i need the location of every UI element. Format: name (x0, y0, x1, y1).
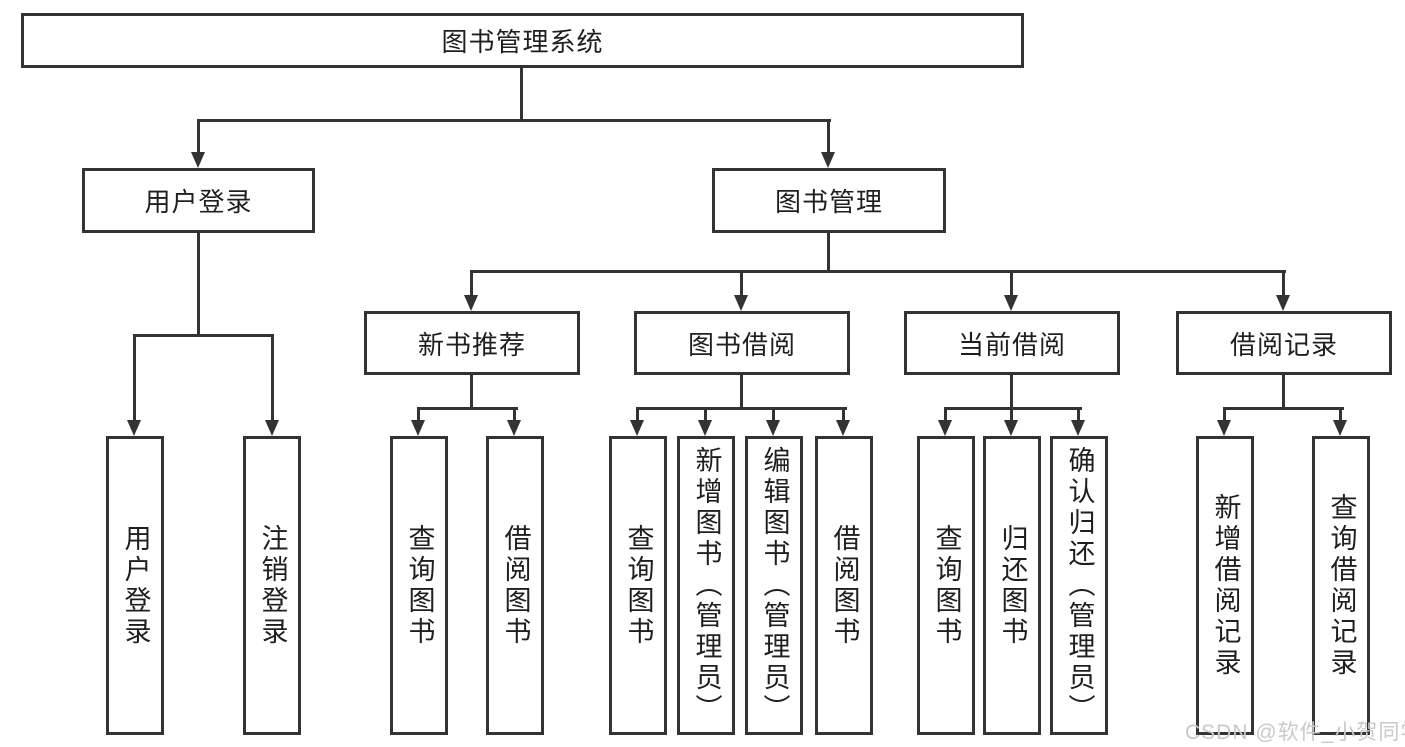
connector-line (1282, 271, 1285, 296)
arrow-down-icon (265, 420, 279, 436)
node-new-book-recommend: 新书推荐 (364, 311, 580, 375)
arrow-down-icon (411, 420, 425, 436)
connector-line (772, 408, 775, 421)
leaf-borrow-books-1: 借阅图书 (486, 436, 544, 735)
connector-line (197, 119, 831, 122)
node-book-borrow-label: 图书借阅 (687, 329, 796, 360)
node-current-borrow: 当前借阅 (904, 311, 1120, 375)
arrow-down-icon (836, 420, 850, 436)
leaf-query-books-2-label: 查询图书 (623, 523, 654, 648)
connector-line (271, 335, 274, 421)
leaf-logout: 注销登录 (243, 436, 301, 735)
connector-line (1339, 408, 1342, 421)
leaf-user-login-label: 用户登录 (120, 523, 151, 648)
leaf-query-books-1: 查询图书 (390, 436, 448, 735)
arrow-down-icon (766, 420, 780, 436)
leaf-borrow-books-2: 借阅图书 (815, 436, 873, 735)
arrow-down-icon (1004, 295, 1018, 311)
arrow-down-icon (1276, 295, 1290, 311)
arrow-down-icon (1217, 420, 1231, 436)
arrow-down-icon (938, 420, 952, 436)
arrow-down-icon (1004, 420, 1018, 436)
connector-line (1223, 408, 1226, 421)
connector-line (417, 408, 420, 421)
connector-line (944, 407, 1082, 410)
leaf-edit-books-admin: 编辑图书（管理员） (745, 436, 803, 735)
arrow-down-icon (1071, 420, 1085, 436)
connector-line (1010, 271, 1013, 296)
connector-line (740, 375, 743, 408)
connector-line (1010, 408, 1013, 421)
connector-line (197, 233, 200, 335)
connector-line (470, 271, 473, 296)
leaf-query-books-3: 查询图书 (917, 436, 975, 735)
connector-line (470, 270, 1286, 273)
connector-line (513, 408, 516, 421)
connector-line (636, 408, 639, 421)
node-borrow-records: 借阅记录 (1176, 311, 1392, 375)
connector-line (1223, 407, 1344, 410)
arrow-down-icon (464, 295, 478, 311)
leaf-return-books-label: 归还图书 (997, 523, 1028, 648)
node-root-label: 图书管理系统 (441, 27, 604, 57)
leaf-query-books-2: 查询图书 (609, 436, 667, 735)
connector-line (520, 68, 523, 120)
node-user-login: 用户登录 (82, 168, 315, 233)
leaf-query-books-1-label: 查询图书 (404, 523, 435, 648)
node-borrow-records-label: 借阅记录 (1229, 329, 1338, 360)
leaf-logout-label: 注销登录 (257, 523, 288, 648)
arrow-down-icon (191, 152, 205, 168)
leaf-user-login: 用户登录 (106, 436, 164, 735)
connector-line (704, 408, 707, 421)
connector-line (1010, 375, 1013, 408)
leaf-query-books-3-label: 查询图书 (931, 523, 962, 648)
arrow-down-icon (507, 420, 521, 436)
connector-line (133, 334, 274, 337)
arrow-down-icon (734, 295, 748, 311)
leaf-return-books: 归还图书 (983, 436, 1041, 735)
leaf-borrow-books-2-label: 借阅图书 (829, 523, 860, 648)
leaf-confirm-return-admin: 确认归还（管理员） (1050, 436, 1108, 735)
leaf-add-borrow-record-label: 新增借阅记录 (1210, 492, 1241, 679)
connector-line (740, 271, 743, 296)
arrow-down-icon (630, 420, 644, 436)
connector-line (133, 335, 136, 421)
connector-line (944, 408, 947, 421)
leaf-add-books-admin: 新增图书（管理员） (677, 436, 735, 735)
leaf-borrow-books-1-label: 借阅图书 (500, 523, 531, 648)
leaf-add-borrow-record: 新增借阅记录 (1196, 436, 1254, 735)
leaf-add-books-admin-label: 新增图书（管理员） (691, 446, 722, 725)
connector-line (827, 120, 830, 153)
leaf-query-borrow-record-label: 查询借阅记录 (1326, 492, 1357, 679)
connector-line (842, 408, 845, 421)
arrow-down-icon (127, 420, 141, 436)
node-root: 图书管理系统 (21, 13, 1024, 68)
connector-line (636, 407, 847, 410)
arrow-down-icon (698, 420, 712, 436)
connector-line (197, 120, 200, 153)
arrow-down-icon (1333, 420, 1347, 436)
connector-line (827, 233, 830, 271)
arrow-down-icon (821, 152, 835, 168)
node-user-login-label: 用户登录 (144, 187, 253, 217)
node-book-borrow: 图书借阅 (634, 311, 850, 375)
connector-line (417, 407, 518, 410)
connector-line (1282, 375, 1285, 408)
connector-line (470, 375, 473, 408)
leaf-edit-books-admin-label: 编辑图书（管理员） (759, 446, 790, 725)
leaf-confirm-return-admin-label: 确认归还（管理员） (1064, 446, 1095, 725)
node-new-book-recommend-label: 新书推荐 (417, 329, 526, 360)
leaf-query-borrow-record: 查询借阅记录 (1312, 436, 1370, 735)
node-book-management: 图书管理 (712, 168, 946, 233)
node-book-management-label: 图书管理 (774, 187, 883, 217)
node-current-borrow-label: 当前借阅 (957, 329, 1066, 360)
csdn-watermark: CSDN @软件_小贺同学 (1185, 721, 1405, 744)
connector-line (1077, 408, 1080, 421)
